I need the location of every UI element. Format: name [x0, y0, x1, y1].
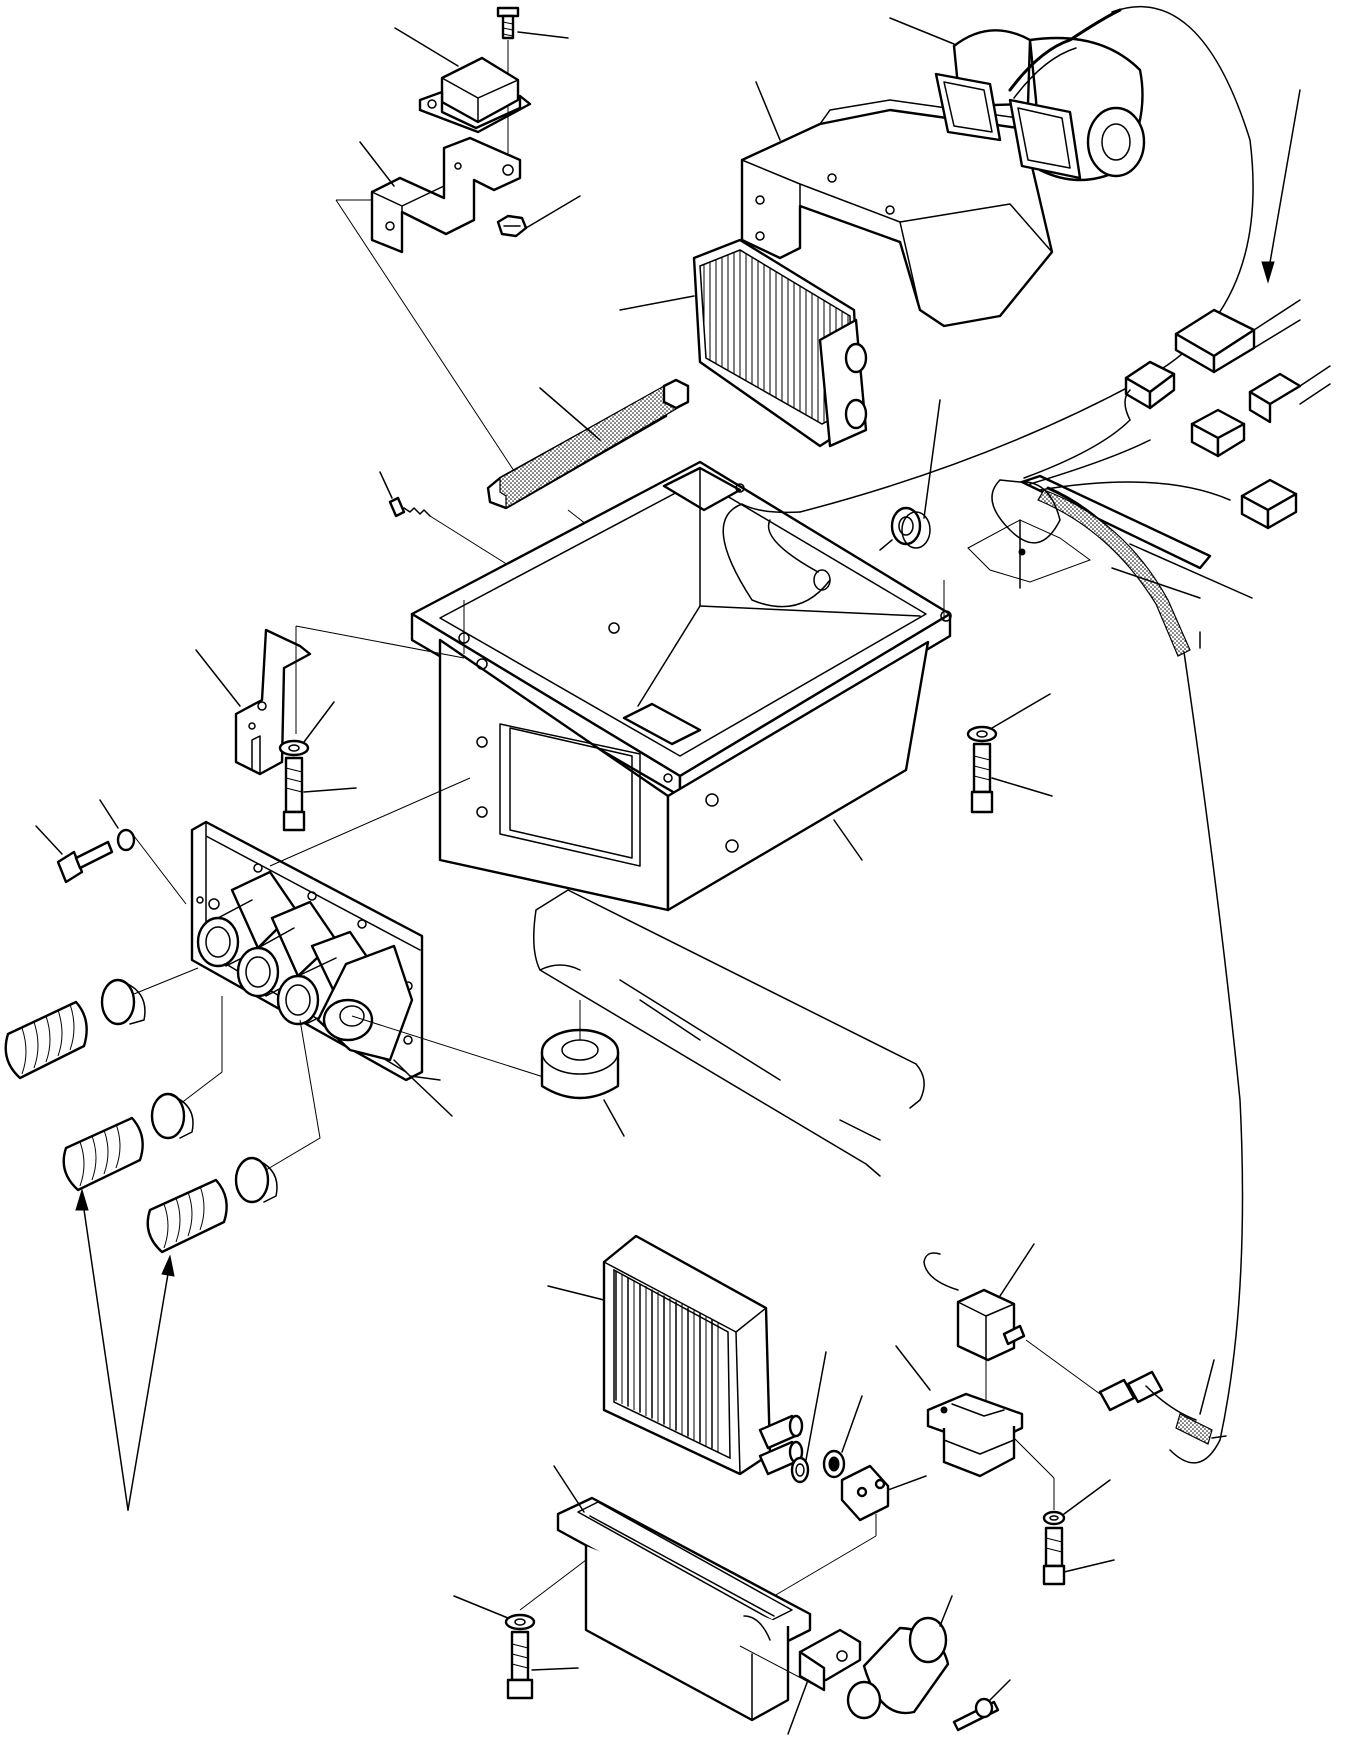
blower-housing — [740, 81, 1054, 328]
outlet-duct-1 — [196, 870, 298, 968]
relay-socket — [895, 1345, 1055, 1510]
blower-cable — [799, 6, 1254, 513]
side-bracket — [195, 625, 465, 776]
o-rings — [790, 1351, 863, 1484]
valve-screw — [952, 1679, 1011, 1732]
grommet — [879, 399, 941, 551]
washer-bolt-right — [966, 693, 1053, 814]
blower-motor — [889, 8, 1146, 182]
floor-grommet — [540, 1000, 625, 1137]
drain-hose-loop — [722, 503, 831, 608]
hose-1 — [4, 967, 199, 1080]
relay-box — [394, 27, 532, 134]
heater-core — [619, 238, 868, 448]
clip-bracket — [787, 1628, 862, 1735]
hose-3 — [146, 1019, 321, 1254]
hose-2 — [62, 996, 223, 1192]
connectors — [1124, 299, 1331, 530]
washer-bolt-bottom — [453, 1595, 579, 1700]
panel-bolt — [35, 799, 187, 905]
wiring-harness — [967, 419, 1253, 1464]
floor-section — [533, 889, 925, 1177]
expansion-valve — [846, 1595, 953, 1720]
hose-arrows — [75, 1188, 175, 1511]
block-fitting — [840, 1464, 927, 1536]
nut — [496, 195, 581, 238]
main-box — [410, 460, 952, 912]
evaporator-tray — [519, 1465, 877, 1722]
outlet-duct-2 — [236, 900, 338, 998]
relay-bracket — [335, 136, 522, 481]
wire-connector — [1098, 1359, 1227, 1445]
evaporator — [547, 1234, 804, 1476]
harness-pointer-arrow — [1261, 89, 1301, 284]
washer-bolt-left — [278, 701, 357, 832]
washer-bolt-br — [1042, 1479, 1115, 1586]
outlet-duct-4 — [316, 944, 579, 1117]
relay-small — [923, 1243, 1101, 1424]
